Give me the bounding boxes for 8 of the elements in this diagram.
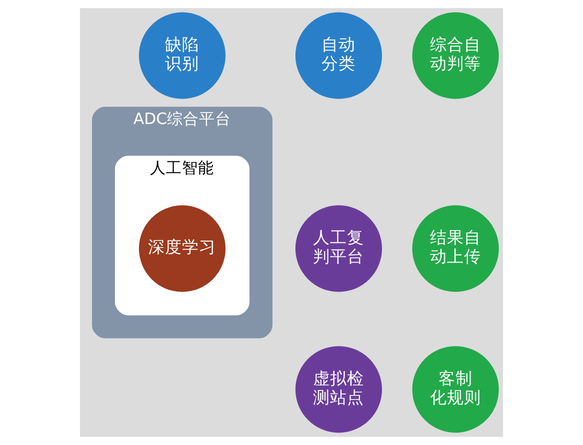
node-circle: 客制化规则 (412, 346, 499, 433)
node-circle: 自动分类 (295, 12, 382, 99)
node-circle: 结果自动上传 (412, 205, 499, 292)
node-circle: 综合自动判等 (412, 12, 499, 99)
node-circle: 缺陷识别 (138, 12, 226, 99)
node-circle: 深度学习 (138, 205, 226, 292)
node-circle: 人工复判平台 (295, 205, 382, 292)
node-circle: 虚拟检测站点 (295, 346, 382, 433)
